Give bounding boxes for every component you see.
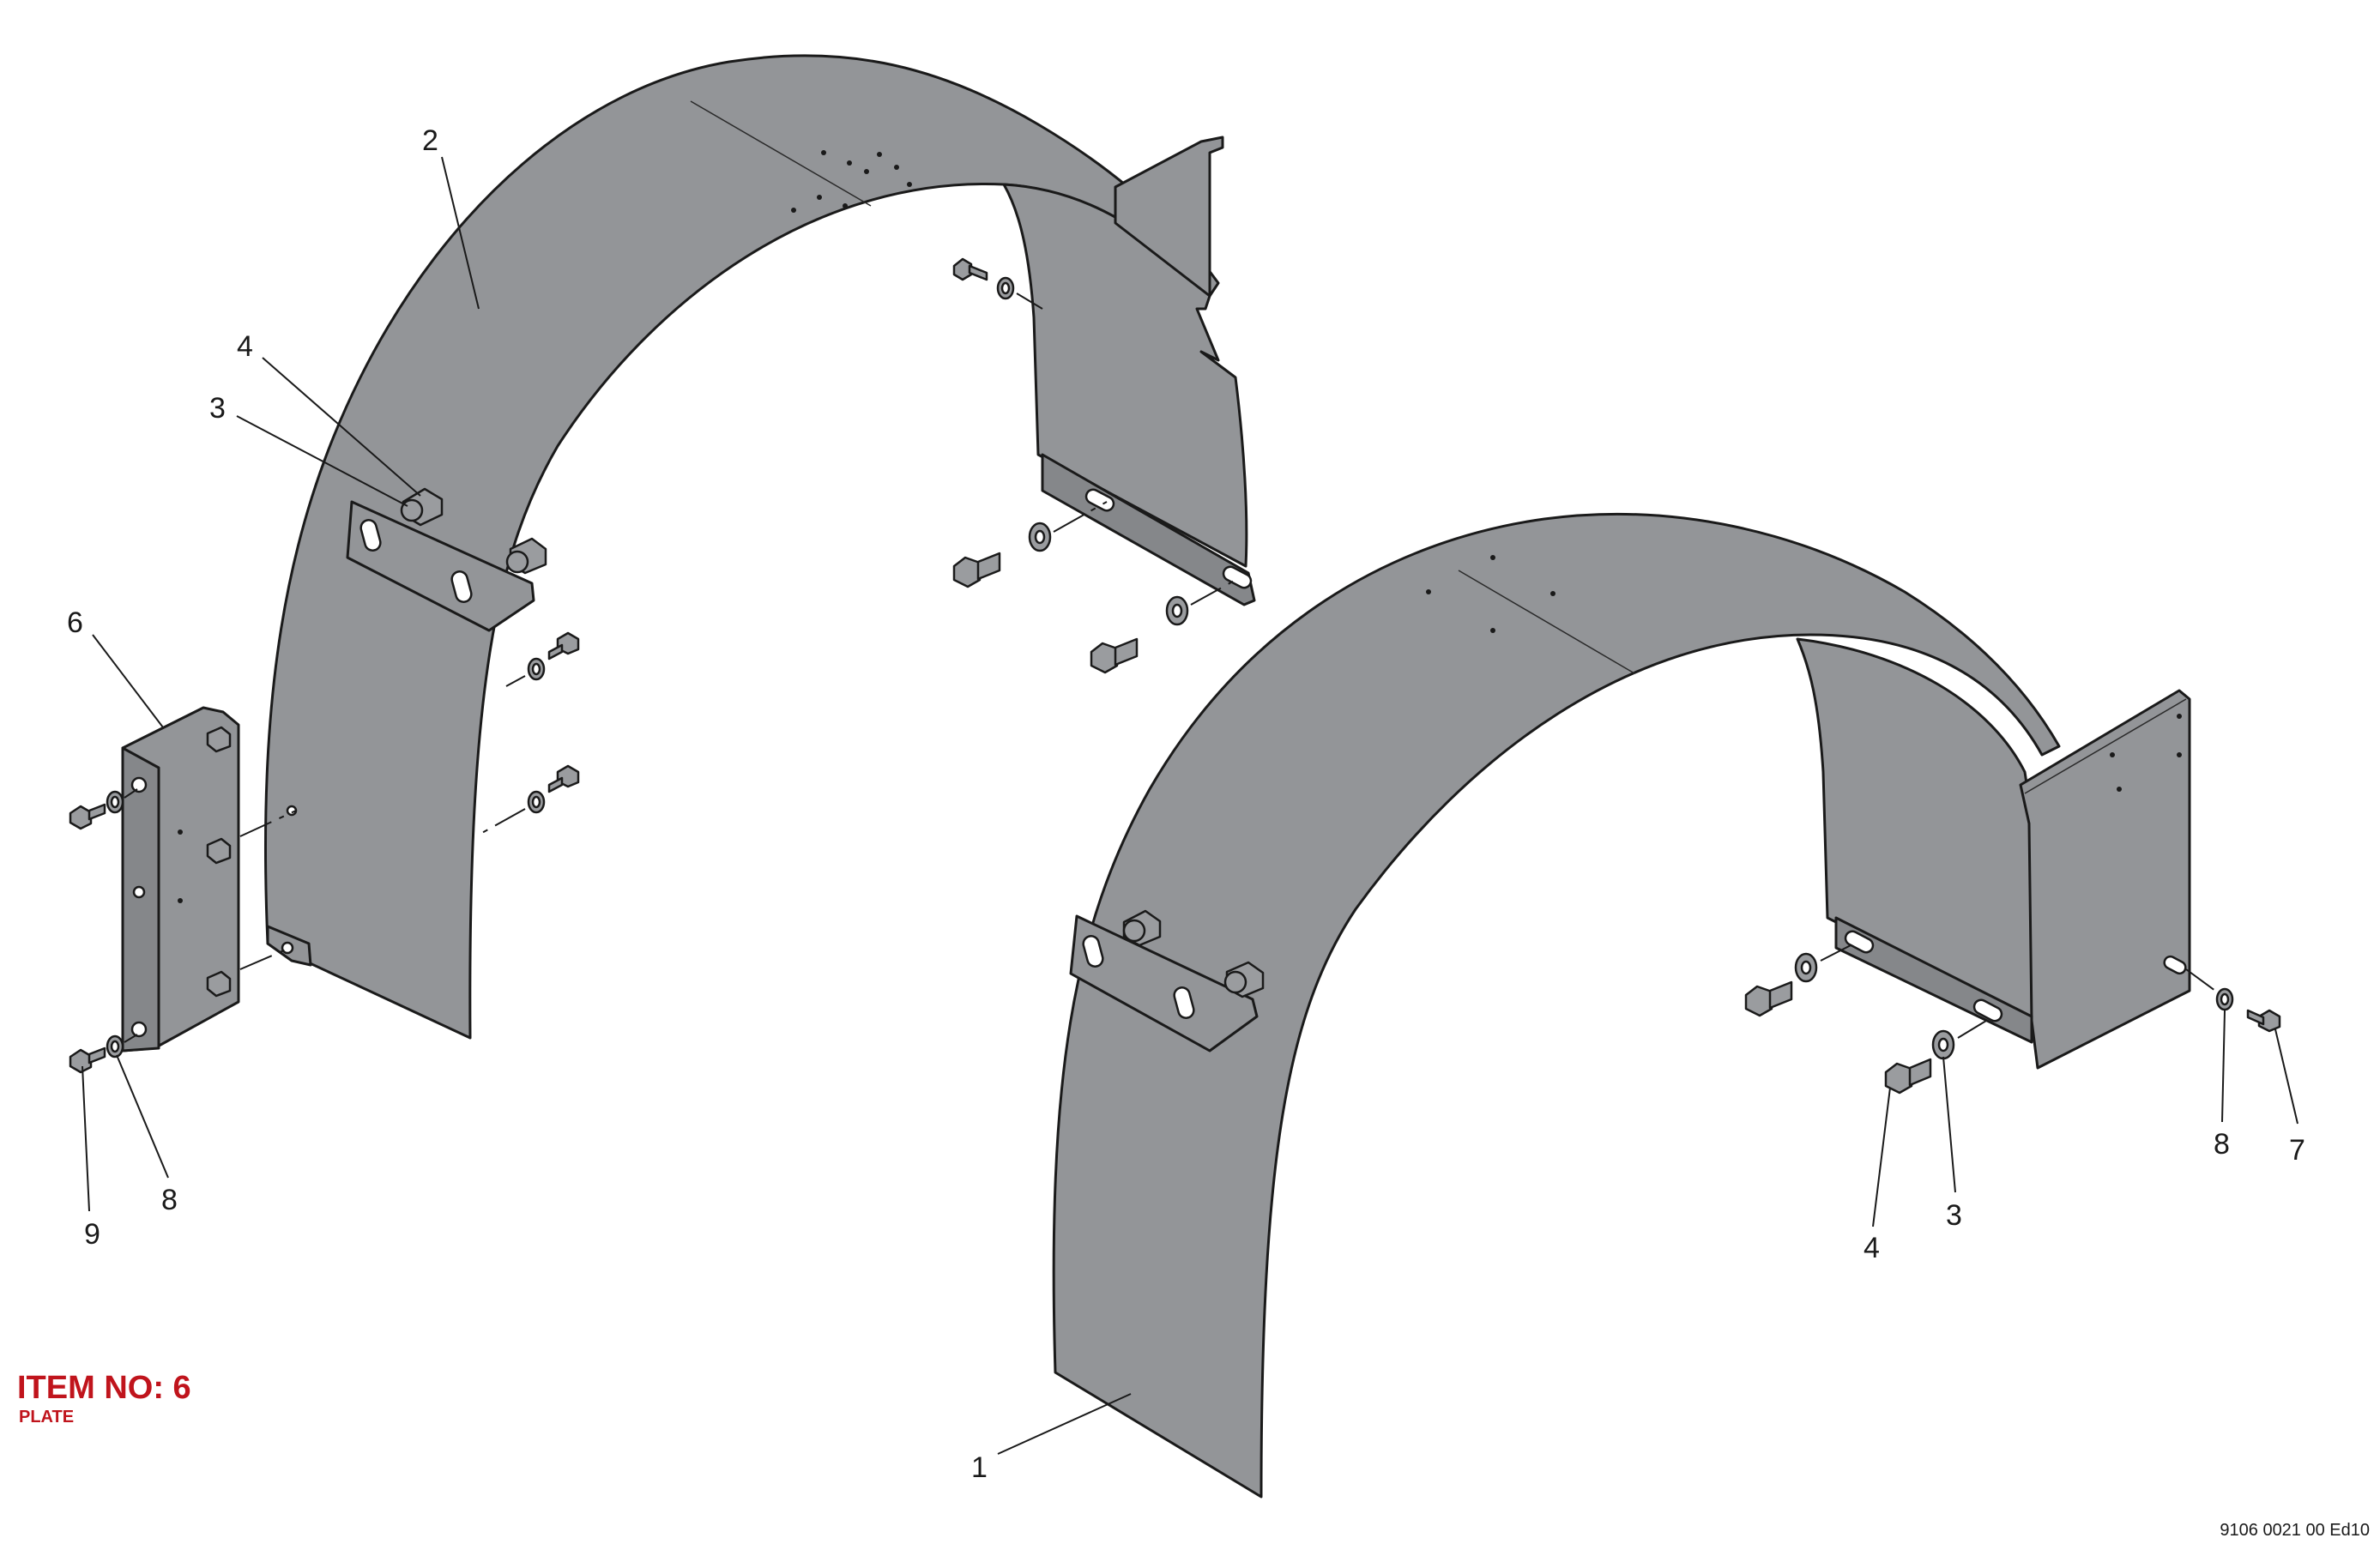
callout-8-right: 8 — [2214, 1128, 2230, 1161]
item-number-title: ITEM NO: 6 — [17, 1370, 191, 1406]
item-name-subtitle: PLATE — [19, 1408, 74, 1426]
fender-upper-fold-line — [690, 100, 872, 207]
plate-side — [121, 746, 160, 1052]
fender-lower-fold-line — [1458, 570, 1635, 674]
callout-2: 2 — [422, 124, 438, 157]
callout-4-upper: 4 — [237, 330, 253, 363]
callout-9: 9 — [84, 1218, 100, 1251]
callout-3-right: 3 — [1946, 1199, 1962, 1232]
plate-hole-2 — [132, 885, 146, 899]
plate-hole-3 — [130, 1021, 148, 1038]
fender-lower-side-slot — [2163, 955, 2187, 975]
plate-item-6 — [121, 706, 240, 1052]
fender-lower-strap-slot-2 — [1972, 998, 2003, 1022]
drawing-reference-number: 9106 0021 00 Ed10 — [2220, 1521, 2370, 1540]
fender-lower-rivet-dots — [1426, 555, 2182, 792]
callout-1: 1 — [971, 1451, 988, 1484]
callout-3-upper: 3 — [209, 392, 226, 425]
leader-lines — [82, 156, 2298, 1455]
fender-upper-rivet-dots — [791, 150, 912, 213]
fender-upper-strap-slot-2 — [1222, 565, 1253, 589]
callout-8-left: 8 — [161, 1184, 178, 1216]
fender-lower-side-plate — [2019, 689, 2191, 1070]
fender-lower — [1052, 512, 2191, 1499]
fender-lower-arc — [1052, 512, 2061, 1499]
plate-hole-1 — [130, 776, 148, 793]
fender-upper-side-bracket — [1114, 136, 1224, 298]
fender-upper-hole-2 — [281, 941, 294, 955]
fender-upper-strap-slot-1 — [1084, 488, 1115, 512]
fender-upper — [263, 54, 1256, 1040]
hardware — [69, 257, 2281, 1095]
callout-4-right: 4 — [1864, 1232, 1880, 1264]
callout-7: 7 — [2289, 1134, 2305, 1167]
callout-6: 6 — [67, 606, 83, 639]
lower-clamp-bracket — [1069, 909, 1265, 1052]
fender-lower-strap-slot-1 — [1844, 930, 1875, 954]
